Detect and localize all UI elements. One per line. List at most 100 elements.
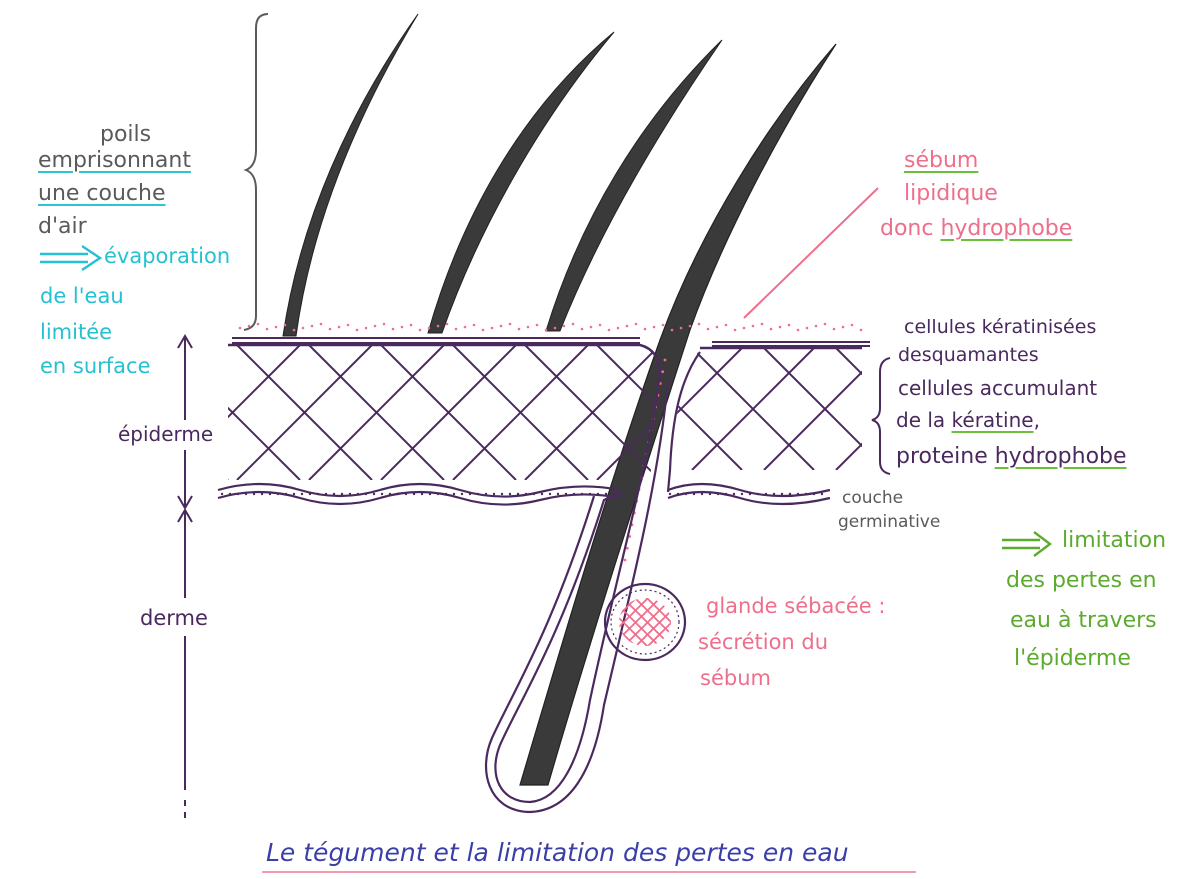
- germinative-cell-dot: [821, 493, 823, 495]
- gland-label-line1: glande sébacée :: [706, 596, 885, 617]
- germinative-cell-dot: [461, 493, 463, 495]
- limitation-arrow-icon: [1002, 532, 1050, 556]
- germinative-cell-dot: [709, 493, 711, 495]
- germinative-cell-dot: [517, 493, 519, 495]
- sebum-dot: [518, 328, 521, 331]
- germinative-cell-dot: [349, 493, 351, 495]
- sebum-dot: [644, 328, 647, 331]
- gland-label-line2: sécrétion du: [698, 632, 828, 653]
- germinative-cell-dot: [765, 493, 767, 495]
- sebum-pointer-line: [744, 188, 878, 318]
- germinative-cell-dot: [621, 493, 623, 495]
- hair-4: [520, 44, 836, 785]
- sebum-dot: [661, 370, 664, 373]
- sebum-dot: [248, 325, 251, 328]
- evaporation-label-line2: de l'eau: [40, 286, 124, 307]
- germinative-cell-dot: [333, 493, 335, 495]
- sebum-dot: [653, 326, 656, 329]
- sebum-dot: [275, 326, 278, 329]
- sebum-dot: [770, 328, 773, 331]
- germinative-cell-dot: [381, 493, 383, 495]
- sebum-dot: [554, 327, 557, 330]
- germinative-cell-dot: [565, 493, 567, 495]
- protein-label-prefix: proteine: [896, 444, 995, 469]
- hairs-label-line3: une couche: [38, 183, 166, 205]
- germinative-cell-dot: [293, 493, 295, 495]
- sebum-dot: [482, 329, 485, 332]
- keratin-label-suffix: ,: [1034, 408, 1040, 432]
- sebum-dot: [302, 327, 305, 330]
- germinative-cell-dot: [237, 493, 239, 495]
- sebum-dot: [365, 327, 368, 330]
- germinative-cell-dot: [733, 493, 735, 495]
- sebum-dot: [419, 329, 422, 332]
- sebum-dot: [815, 325, 818, 328]
- sebum-dot: [635, 323, 638, 326]
- germinative-cell-dot: [421, 493, 423, 495]
- germinative-cell-dot: [277, 493, 279, 495]
- sebum-dot: [329, 328, 332, 331]
- sebum-dot: [293, 329, 296, 332]
- germinative-cell-dot: [701, 493, 703, 495]
- germinative-cell-dot: [773, 493, 775, 495]
- sebum-dot: [437, 325, 440, 328]
- sebum-dot: [698, 323, 701, 326]
- germinative-cell-dot: [509, 493, 511, 495]
- sebum-dot: [473, 324, 476, 327]
- hatch-line: [669, 345, 804, 480]
- germinative-cell-dot: [813, 493, 815, 495]
- germinative-cell-dot: [669, 493, 671, 495]
- keratin-label-prefix: de la: [896, 408, 952, 432]
- evaporation-label-line3: limitée: [40, 322, 112, 343]
- germinative-cell-dot: [485, 493, 487, 495]
- sebum-dot: [599, 324, 602, 327]
- dermis-label: derme: [140, 608, 208, 629]
- sebum-dot: [356, 329, 359, 332]
- limitation-label-line4: l'épiderme: [1014, 648, 1131, 670]
- germinative-cell-dot: [325, 493, 327, 495]
- sebum-dot: [527, 326, 530, 329]
- germinative-cell-dot: [397, 493, 399, 495]
- sebum-dot: [833, 328, 836, 331]
- germinative-cell-dot: [261, 493, 263, 495]
- germinative-label-line1: couche: [842, 490, 903, 507]
- germinative-cell-dot: [501, 493, 503, 495]
- germinative-cell-dot: [597, 493, 599, 495]
- epidermis-label: épiderme: [118, 424, 213, 444]
- sebum-dot: [761, 323, 764, 326]
- germinative-cell-dot: [253, 493, 255, 495]
- germinative-cell-dot: [741, 493, 743, 495]
- sebum-dot: [428, 327, 431, 330]
- sebum-dot: [374, 325, 377, 328]
- sebum-label-hydrophobe: hydrophobe: [940, 216, 1072, 241]
- sebum-dot: [860, 329, 863, 332]
- germinative-cell-dot: [477, 493, 479, 495]
- sebum-dot: [851, 324, 854, 327]
- sebum-dot: [491, 327, 494, 330]
- hatch-line: [741, 345, 876, 480]
- keratin-cells-label-line2: de la kératine,: [896, 410, 1040, 430]
- germinative-cell-dot: [493, 493, 495, 495]
- hairs-label-line1: poils: [100, 124, 151, 146]
- sebum-dot: [464, 326, 467, 329]
- sebum-dot: [689, 325, 692, 328]
- germinative-cell-dot: [557, 493, 559, 495]
- germinative-cell-dot: [229, 493, 231, 495]
- sebum-dot: [716, 326, 719, 329]
- sebum-dot: [824, 323, 827, 326]
- sebum-dot: [338, 326, 341, 329]
- sebum-label-line2: lipidique: [904, 183, 998, 205]
- germinative-cell-dot: [469, 493, 471, 495]
- germinative-cell-dot: [533, 493, 535, 495]
- sebum-dot: [500, 325, 503, 328]
- keratinized-cells-label-line1: cellules kératinisées: [904, 318, 1096, 337]
- germinative-cell-dot: [781, 493, 783, 495]
- gland-label-line3: sébum: [700, 668, 771, 689]
- germinative-layer: [218, 484, 830, 505]
- germinative-cell-dot: [373, 493, 375, 495]
- evaporation-label-line1: évaporation: [104, 246, 230, 267]
- vertical-scale-arrows: [178, 336, 192, 820]
- germinative-cell-dot: [341, 493, 343, 495]
- germinative-cell-dot: [525, 493, 527, 495]
- sebum-dot: [581, 328, 584, 331]
